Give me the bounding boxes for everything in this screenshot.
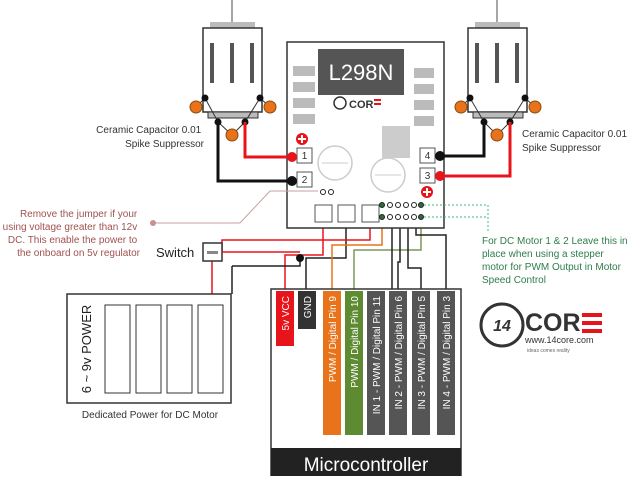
wire-in2 xyxy=(397,217,401,291)
pin-label: IN 2 - PWM / Digital Pin 6 xyxy=(394,296,405,410)
pin-2: GND xyxy=(298,291,316,329)
capacitor-icon xyxy=(263,100,277,114)
motor-left xyxy=(189,0,297,186)
pin-5: IN 1 - PWM / Digital Pin 11 xyxy=(367,291,385,435)
pin-bar xyxy=(389,291,407,435)
pin-bar xyxy=(412,291,430,435)
board-title: L298N xyxy=(329,60,394,85)
pin-label: IN 1 - PWM / Digital Pin 11 xyxy=(372,296,383,415)
svg-text:COR: COR xyxy=(525,309,581,337)
wire-ena xyxy=(331,217,383,291)
jumper-note: Remove the jumper if your using voltage … xyxy=(3,209,141,259)
chip-label-box xyxy=(318,49,404,95)
battery-label: 6 ~ 9v POWER xyxy=(79,305,94,394)
pin-label: PWM / Digital Pin 10 xyxy=(350,296,361,388)
jumper[interactable] xyxy=(320,189,334,195)
plus-icon xyxy=(296,133,308,145)
terminal-2 xyxy=(296,171,313,188)
battery-caption: Dedicated Power for DC Motor xyxy=(82,410,219,421)
svg-text:2: 2 xyxy=(302,175,308,186)
logo-tagline: ideas comes reality xyxy=(527,348,570,354)
wire-in3 xyxy=(407,217,422,291)
pin-6: IN 2 - PWM / Digital Pin 6 xyxy=(389,291,407,435)
14core-logo: 14 COR www.14core.com ideas comes realit… xyxy=(479,302,602,354)
capacitor-icon xyxy=(225,128,239,142)
pin-header xyxy=(379,202,424,220)
motor-right xyxy=(435,0,542,181)
jumper-note-leader xyxy=(153,190,318,224)
pin-label: 5v VCC xyxy=(281,296,292,330)
left-capacitor-caption: Ceramic Capacitor 0.01 Spike Suppressor xyxy=(96,125,204,150)
screw-terminal-12v xyxy=(314,204,333,223)
right-capacitor-caption: Ceramic Capacitor 0.01 Spike Suppressor xyxy=(522,129,630,154)
svg-text:COR: COR xyxy=(349,99,374,111)
microcontroller: Microcontroller 5v VCC GND PWM / Digital P… xyxy=(270,288,462,477)
enable-jumper-note: For DC Motor 1 & 2 Leave this in place w… xyxy=(482,236,630,286)
screw-terminal-5v xyxy=(361,204,380,223)
l298n-board: L298N COR 1 2 4 3 xyxy=(286,41,489,232)
pin-4: PWM / Digital Pin 10 xyxy=(345,291,363,435)
pin-bar xyxy=(323,291,341,435)
wire-enb xyxy=(353,217,422,291)
terminal-1 xyxy=(296,147,313,164)
wire-gnd xyxy=(305,222,347,291)
svg-text:14: 14 xyxy=(493,318,511,335)
svg-text:4: 4 xyxy=(425,151,431,162)
terminal-4 xyxy=(419,147,436,164)
capacitor-icon xyxy=(189,100,203,114)
switch-label: Switch xyxy=(156,245,194,260)
pin-label: GND xyxy=(303,296,314,318)
capacitor-icon xyxy=(490,128,504,142)
pin-3: PWM / Digital Pin 9 xyxy=(323,291,341,435)
pin-bar xyxy=(298,291,316,329)
pin-label: IN 3 - PWM / Digital Pin 5 xyxy=(417,296,428,410)
svg-text:3: 3 xyxy=(425,171,431,182)
pin-7: IN 3 - PWM / Digital Pin 5 xyxy=(412,291,430,435)
power-switch[interactable] xyxy=(202,242,223,262)
pin-label: PWM / Digital Pin 9 xyxy=(328,296,339,383)
plus-icon xyxy=(421,186,433,198)
pin-label: IN 4 - PWM / Digital Pin 3 xyxy=(442,296,453,410)
pin-1: 5v VCC xyxy=(276,291,294,346)
pin-bar xyxy=(367,291,385,435)
capacitor-icon xyxy=(454,100,468,114)
enable-jumper-indicator xyxy=(424,204,489,232)
pin-bar xyxy=(345,291,363,435)
microcontroller-title: Microcontroller xyxy=(304,455,429,476)
svg-text:1: 1 xyxy=(302,151,308,162)
pin-bar xyxy=(437,291,455,435)
logo-url: www.14core.com xyxy=(524,335,594,345)
pin-8: IN 4 - PWM / Digital Pin 3 xyxy=(437,291,455,435)
terminal-3 xyxy=(419,167,436,184)
battery-pack: 6 ~ 9v POWER xyxy=(66,293,232,404)
pin-bar xyxy=(276,291,294,346)
signal-wires xyxy=(211,217,447,294)
wire-5v xyxy=(284,222,324,291)
capacitor-icon xyxy=(528,100,542,114)
screw-terminal-gnd xyxy=(337,204,356,223)
board-logo: COR xyxy=(333,96,381,111)
